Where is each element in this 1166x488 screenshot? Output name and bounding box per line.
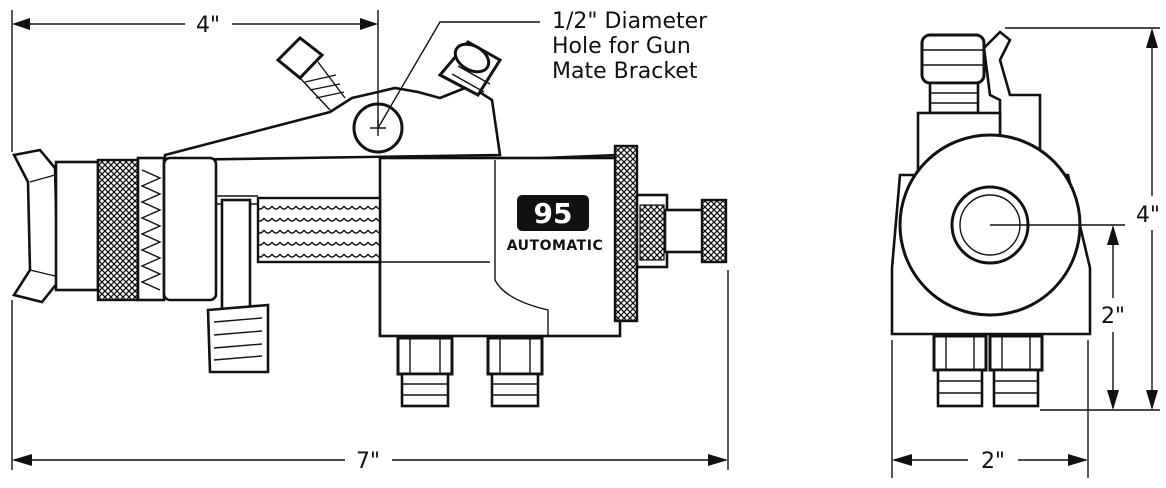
dim-side-center-height-label: 2" xyxy=(1101,304,1125,329)
dim-side-height-label: 4" xyxy=(1136,203,1160,228)
bottom-fitting-right xyxy=(486,336,544,408)
dim-overall-width-label: 7" xyxy=(356,449,380,474)
side-view xyxy=(890,30,1092,408)
front-knurl-ring xyxy=(613,144,639,323)
side-top-cap xyxy=(920,33,986,85)
dim-top-width: 4" xyxy=(11,10,379,152)
callout-line-3: Mate Bracket xyxy=(552,59,698,84)
side-bottom-fittings xyxy=(932,334,1044,408)
top-left-fitting xyxy=(275,36,346,111)
needle-stem xyxy=(663,208,705,254)
upper-housing xyxy=(163,84,502,162)
fluid-nozzle-housing xyxy=(162,156,218,302)
badge-model-number: 95 xyxy=(534,197,573,230)
ribbed-hose xyxy=(256,196,382,264)
top-right-fitting xyxy=(437,40,503,97)
side-upper-bracket xyxy=(982,30,1042,170)
callout-line-1: 1/2" Diameter xyxy=(552,9,708,34)
air-cap xyxy=(11,148,166,304)
needle-knob xyxy=(700,198,728,264)
callout-line-2: Hole for Gun xyxy=(552,34,691,59)
dim-top-width-label: 4" xyxy=(196,13,220,38)
badge-label: AUTOMATIC xyxy=(507,238,603,254)
fluid-inlet xyxy=(206,198,270,374)
front-view: 95 AUTOMATIC xyxy=(11,36,728,408)
bottom-fitting-left xyxy=(396,336,454,408)
dim-overall-width: 7" xyxy=(11,270,729,474)
dim-side-center-height: 2" xyxy=(990,224,1125,410)
bracket-callout: 1/2" Diameter Hole for Gun Mate Bracket xyxy=(377,9,708,129)
dim-side-height: 4" xyxy=(1005,27,1160,411)
model-badge: 95 AUTOMATIC xyxy=(507,195,603,254)
dim-side-width-label: 2" xyxy=(981,449,1005,474)
dim-side-width: 2" xyxy=(891,340,1089,478)
side-top-nut xyxy=(928,81,980,115)
